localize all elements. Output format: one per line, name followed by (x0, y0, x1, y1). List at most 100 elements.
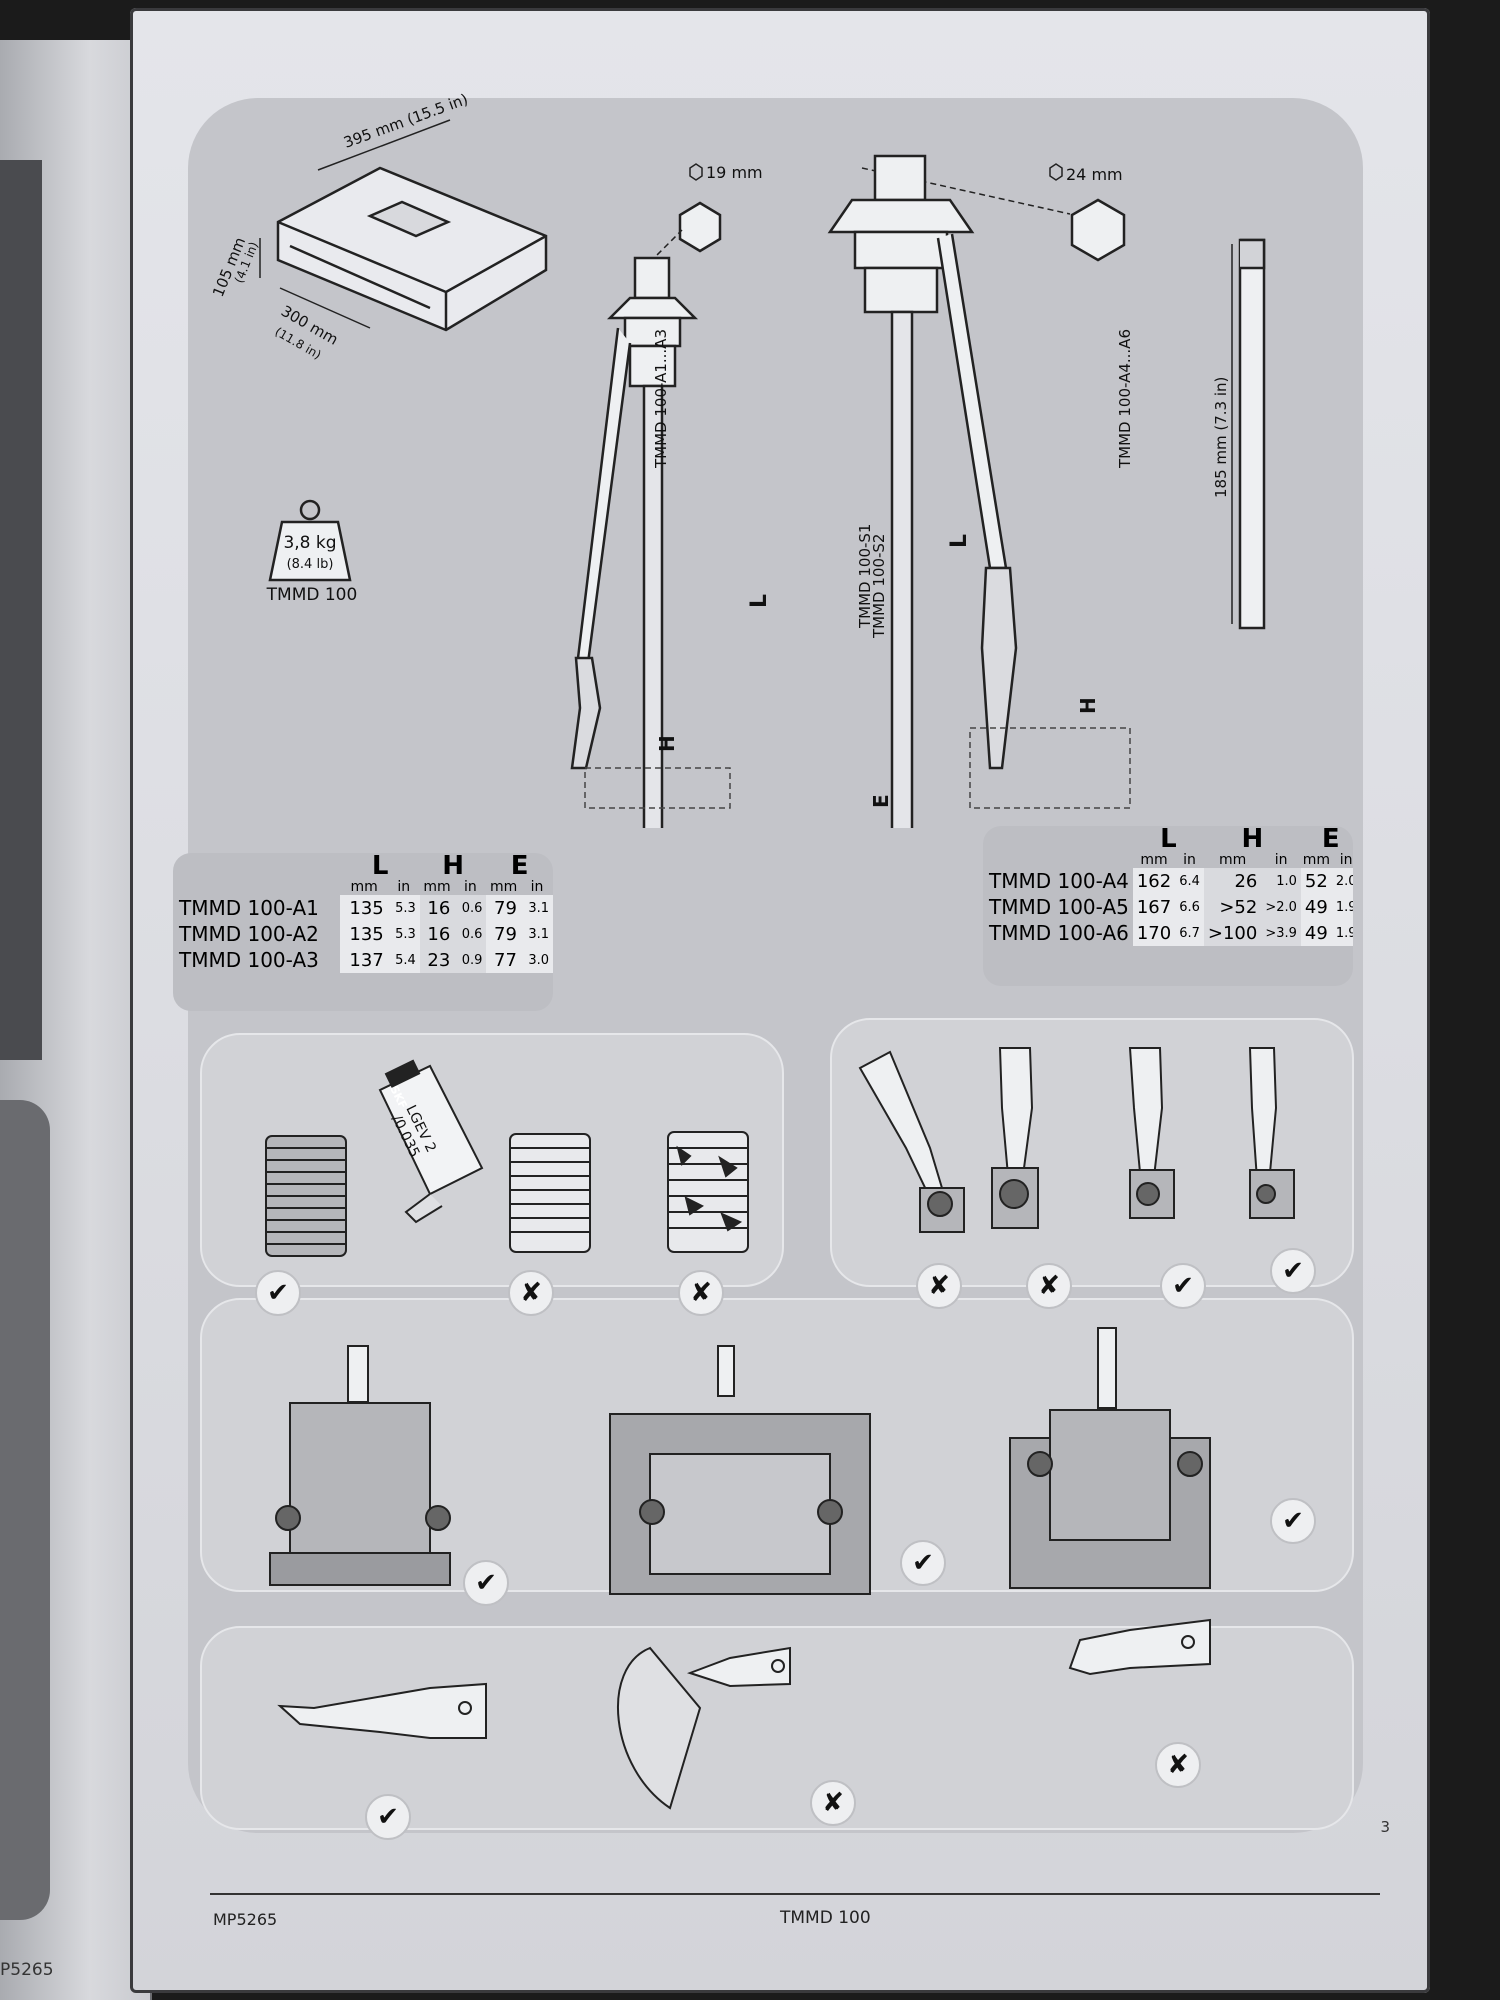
check-icon: ✔ (1270, 1248, 1316, 1294)
unit-in: in (530, 879, 544, 895)
large-puller-L: L (947, 534, 972, 548)
manual-page: 395 mm (15.5 in) 105 mm (4.1 in) 300 mm … (130, 8, 1430, 1993)
value-L-in: 5.3 (387, 921, 420, 947)
page-number: 3 (1380, 1818, 1390, 1836)
unit-mm: mm (1302, 852, 1331, 868)
value-H-mm: 16 (419, 895, 455, 921)
value-L-in: 5.4 (387, 947, 420, 973)
check-icon: ✔ (1270, 1498, 1316, 1544)
case-dimension-lines (259, 119, 451, 329)
value-H-in: 1.0 (1261, 868, 1301, 894)
weight-kg: 3,8 kg (283, 533, 336, 553)
model-name: TMMD 100-A3 (179, 948, 319, 972)
col-header-E: E (510, 853, 529, 881)
footer-code: MP5265 (213, 1910, 278, 1929)
lower-illustrations: SKF LGEV 2 /0.035 (265, 1047, 1295, 1810)
unit-mm: mm (1140, 852, 1168, 868)
table-row: TMMD 100-A6 170 6.7 >100 >3.9 49 1.9 (983, 920, 1353, 946)
small-puller-L: L (747, 594, 772, 608)
value-E-mm: 79 (486, 921, 521, 947)
value-E-in: 3.0 (520, 947, 553, 973)
value-L-mm: 135 (340, 895, 388, 921)
wrench-large-label: 24 mm (1066, 165, 1123, 184)
cross-icon: ✘ (1155, 1742, 1201, 1788)
spec-table-large-grid: L H E mm in mm in mm in TMMD 100-A4 162 … (983, 826, 1353, 946)
spec-table-small: L H E mm in mm in mm in TMMD 100-A1 135 … (173, 853, 553, 1011)
unit-mm: mm (1218, 852, 1247, 868)
value-H-in: >3.9 (1261, 920, 1301, 946)
check-icon: ✔ (365, 1794, 411, 1840)
value-L-in: 6.7 (1175, 920, 1204, 946)
value-L-mm: 167 (1132, 894, 1176, 920)
spec-table-large: L H E mm in mm in mm in TMMD 100-A4 162 … (983, 826, 1353, 986)
case-length-label: 395 mm (15.5 in) (341, 90, 470, 152)
value-H-mm: >100 (1203, 920, 1262, 946)
value-L-in: 6.6 (1175, 894, 1204, 920)
left-page-dark-strip (0, 160, 42, 1060)
footer-title: TMMD 100 (780, 1908, 871, 1928)
footer-rule (210, 1893, 1380, 1895)
jaw-drawings (277, 1618, 1211, 1810)
value-E-mm: 77 (486, 947, 521, 973)
value-H-mm: 23 (419, 947, 455, 973)
large-puller-arm-label: TMMD 100-A4...A6 (1116, 329, 1134, 469)
value-H-in: 0.6 (454, 895, 487, 921)
value-E-in: 3.1 (520, 895, 553, 921)
spindle-thread-greased (265, 1135, 347, 1257)
col-header-E: E (1321, 826, 1340, 854)
setup-drawings (269, 1327, 1211, 1595)
value-L-mm: 162 (1132, 868, 1176, 894)
left-facing-page: P5265 (0, 40, 152, 2000)
value-E-mm: 79 (486, 895, 521, 921)
col-header-L: L (1160, 826, 1177, 854)
table-row: TMMD 100-A2 135 5.3 16 0.6 79 3.1 (173, 921, 553, 947)
cross-icon: ✘ (678, 1270, 724, 1316)
unit-in: in (1183, 852, 1196, 868)
unit-mm: mm (490, 879, 518, 895)
check-icon: ✔ (1160, 1263, 1206, 1309)
hex-nut-small-icon (678, 163, 722, 253)
value-H-mm: 26 (1203, 868, 1262, 894)
model-name: TMMD 100-A6 (989, 921, 1129, 945)
extension-rod-drawing (1238, 238, 1266, 630)
col-header-L: L (371, 853, 389, 881)
col-header-H: H (442, 853, 464, 881)
small-puller-arm-label: TMMD 100-A1...A3 (652, 329, 670, 469)
grease-tube (378, 1059, 484, 1224)
table-row: TMMD 100-A5 167 6.6 >52 >2.0 49 1.9 (983, 894, 1353, 920)
left-page-code: P5265 (0, 1960, 54, 1980)
unit-mm: mm (423, 879, 451, 895)
unit-mm: mm (350, 879, 378, 895)
left-page-grey-strip (0, 1100, 50, 1920)
weight-model: TMMD 100 (266, 585, 358, 605)
large-puller-E: E (869, 794, 893, 808)
table-row: TMMD 100-A3 137 5.4 23 0.9 77 3.0 (173, 947, 553, 973)
value-H-in: >2.0 (1261, 894, 1301, 920)
value-E-in: 3.1 (520, 921, 553, 947)
spindle-thread-dirty (509, 1133, 591, 1253)
weight-icon (268, 499, 352, 582)
value-L-mm: 170 (1132, 920, 1176, 946)
unit-in: in (1339, 852, 1353, 868)
value-L-mm: 137 (340, 947, 388, 973)
unit-in: in (397, 879, 411, 895)
check-icon: ✔ (255, 1270, 301, 1316)
value-L-mm: 135 (340, 921, 388, 947)
spindle-thread-damaged (667, 1131, 749, 1253)
check-icon: ✔ (900, 1540, 946, 1586)
cross-icon: ✘ (916, 1263, 962, 1309)
value-H-mm: 16 (419, 921, 455, 947)
check-icon: ✔ (463, 1560, 509, 1606)
value-E-in: 1.9 (1331, 894, 1353, 920)
cross-icon: ✘ (508, 1270, 554, 1316)
value-E-in: 2.0 (1331, 868, 1353, 894)
cross-icon: ✘ (1026, 1263, 1072, 1309)
value-E-mm: 49 (1300, 894, 1332, 920)
hex-nut-large-icon (1049, 163, 1126, 262)
model-name: TMMD 100-A5 (989, 895, 1129, 919)
cross-icon: ✘ (810, 1780, 856, 1826)
unit-in: in (463, 879, 477, 895)
extension-length-label: 185 mm (7.3 in) (1212, 377, 1230, 498)
arm-position-drawings (858, 1047, 1295, 1233)
table-row: TMMD 100-A1 135 5.3 16 0.6 79 3.1 (173, 895, 553, 921)
